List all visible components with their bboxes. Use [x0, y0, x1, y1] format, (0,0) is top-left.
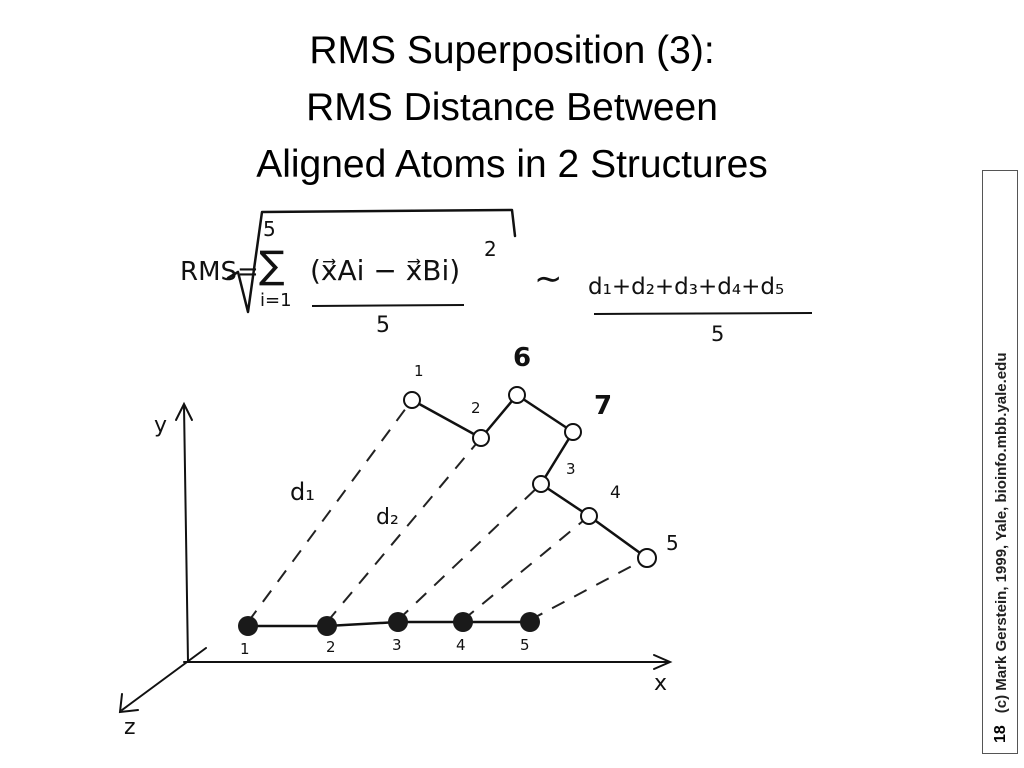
z-axis: [121, 647, 207, 711]
title-line-3: Aligned Atoms in 2 Structures: [256, 143, 768, 186]
dash-line-1: [247, 399, 413, 623]
structure-b-atom: [532, 475, 550, 493]
fraction-bar: [311, 304, 465, 307]
x-axis-label: x: [654, 671, 667, 696]
formula-denominator: 5: [376, 313, 390, 338]
y-axis-label: y: [154, 413, 167, 438]
structure-b-label: 4: [610, 483, 621, 503]
structure-b-atom: [564, 423, 582, 441]
distance-label-d2: d₂: [376, 505, 399, 530]
structure-a-atom: [453, 612, 473, 632]
structure-b-label: 3: [566, 460, 576, 478]
sum-lower-limit: i=1: [260, 290, 292, 311]
structure-b-label: 2: [471, 399, 481, 417]
formula-numerator: (x⃗Ai − x⃗Bi): [310, 254, 460, 287]
diagram-panel: [175, 200, 850, 765]
structure-b-atom: [472, 429, 490, 447]
structure-b-label: 7: [594, 391, 612, 421]
approx-sign: ∼: [534, 259, 563, 299]
z-axis-arrowhead: [118, 693, 139, 714]
structure-a-label: 4: [456, 636, 466, 654]
structure-b-label: 5: [666, 531, 679, 555]
structure-a: [238, 612, 540, 636]
formula-exponent: 2: [484, 237, 497, 261]
structure-b-label: 1: [414, 362, 424, 380]
dash-line-3: [397, 483, 542, 621]
dash-line-4: [462, 515, 590, 621]
title-line-2: RMS Distance Between: [306, 86, 718, 129]
slide-title: RMS Superposition (3): RMS Distance Betw…: [0, 22, 1024, 193]
structure-b-label: 6: [513, 343, 531, 373]
structure-a-atom: [388, 612, 408, 632]
structure-a-atom: [317, 616, 337, 636]
y-axis-arrowhead: [175, 401, 193, 421]
structure-b-atom: [580, 507, 598, 525]
distance-label-d1: d₁: [290, 478, 315, 506]
formula-lhs: RMS=: [180, 257, 259, 287]
structure-a-label: 2: [326, 638, 336, 656]
structure-b-atom: [508, 386, 526, 404]
page-number: 18: [992, 725, 1009, 743]
rhs-fraction-bar: [593, 312, 813, 315]
coordinate-axes: [118, 401, 673, 714]
rhs-denominator: 5: [711, 322, 724, 346]
structure-a-atom: [520, 612, 540, 632]
structure-b-atom: [403, 391, 421, 409]
structure-b-atom: [637, 548, 657, 568]
sum-symbol: ∑: [259, 243, 285, 287]
rhs-numerator: d₁+d₂+d₃+d₄+d₅: [588, 274, 784, 300]
x-axis-arrowhead: [653, 654, 673, 670]
structure-a-atom: [238, 616, 258, 636]
radical-sign: [226, 208, 517, 314]
footer-credit: 18 (c) Mark Gerstein, 1999, Yale, bioinf…: [988, 183, 1014, 743]
z-axis-label: z: [124, 715, 136, 740]
title-line-1: RMS Superposition (3):: [309, 29, 715, 72]
structure-a-label: 5: [520, 636, 530, 654]
y-axis: [183, 405, 189, 663]
correspondence-lines: [247, 399, 648, 623]
dash-line-5: [529, 557, 648, 621]
sum-upper-limit: 5: [263, 217, 276, 241]
rms-formula: RMS= 5 ∑ i=1 (x⃗Ai − x⃗Bi) 2 5 ∼ d₁+d₂+d…: [180, 208, 813, 346]
footer-credit-box: 18 (c) Mark Gerstein, 1999, Yale, bioinf…: [982, 170, 1018, 754]
structure-a-label: 3: [392, 636, 402, 654]
structure-b: [403, 386, 657, 568]
credit-text: (c) Mark Gerstein, 1999, Yale, bioinfo.m…: [992, 352, 1010, 714]
structure-a-label: 1: [240, 640, 250, 658]
